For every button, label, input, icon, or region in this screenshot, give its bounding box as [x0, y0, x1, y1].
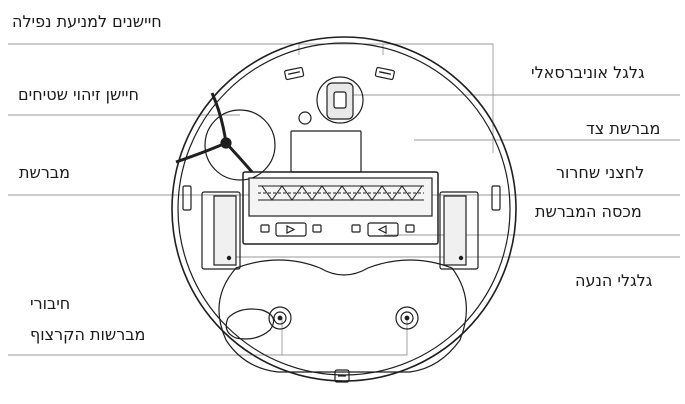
cliff-sensor-icon	[284, 66, 305, 81]
label-cliff-sensors: חיישנים למניעת נפילה	[12, 12, 162, 31]
floor-brush-connector-left-icon	[268, 306, 292, 330]
label-floor-brush-connectors-1: חיבורי	[30, 294, 71, 313]
label-floor-brush-connectors-2: מברשות הקרצוף	[30, 325, 146, 344]
carpet-sensor-icon	[298, 111, 312, 125]
drive-wheel-left-icon	[201, 191, 241, 270]
label-release-buttons: לחצני שחרור	[556, 163, 645, 182]
leader-cliff-sensors	[8, 43, 494, 153]
cliff-sensor-icon	[182, 185, 192, 211]
label-main-brush: מברשת	[19, 163, 70, 182]
cliff-sensor-icon	[374, 66, 395, 81]
outer-rim	[171, 36, 517, 382]
label-side-brush: מברשת צד	[586, 119, 661, 138]
label-carpet-sensor: חיישן זיהוי שטיחים	[18, 85, 139, 104]
release-button-right	[367, 222, 399, 237]
leader-floor-brush-connectors	[8, 318, 408, 356]
robot-body	[171, 36, 517, 383]
drive-wheel-right-icon	[439, 191, 479, 270]
brush-cover	[242, 171, 439, 245]
floor-brush-connector-right-icon	[395, 306, 419, 330]
label-drive-wheels: גלגלי הנעה	[575, 271, 653, 290]
cliff-sensor-icon	[491, 185, 501, 211]
mop-pad-shape	[225, 308, 275, 340]
bottom-latch	[334, 369, 350, 383]
universal-wheel-icon	[316, 76, 364, 124]
release-button-left	[275, 222, 307, 237]
label-universal-wheel: גלגל אוניברסאלי	[531, 63, 645, 82]
main-brush-icon	[258, 185, 424, 201]
bin-panel	[290, 130, 362, 173]
mop-plate	[218, 259, 467, 373]
label-brush-cover: מכסה המברשת	[535, 202, 642, 221]
inner-rim	[177, 42, 511, 376]
side-brush-icon	[175, 92, 276, 181]
